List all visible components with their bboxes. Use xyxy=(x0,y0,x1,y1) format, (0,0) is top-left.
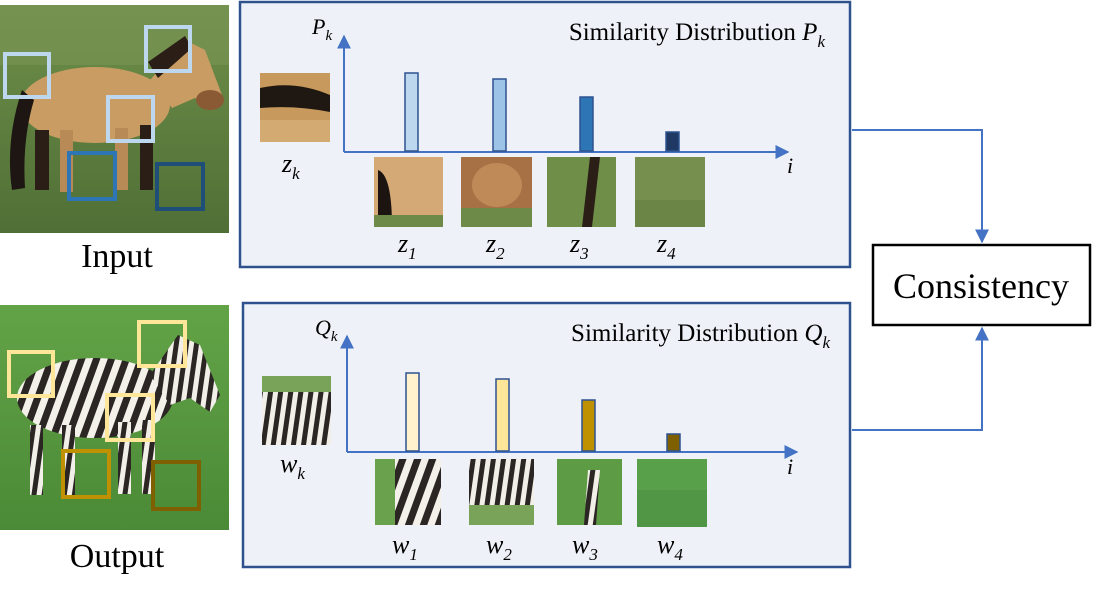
x-axis-label: i xyxy=(787,153,793,178)
similarity-bar-4 xyxy=(665,131,680,152)
panel-title: Similarity Distribution Pk xyxy=(569,19,826,51)
patch-2 xyxy=(461,157,532,227)
patch-1 xyxy=(374,157,443,227)
similarity-bar-2 xyxy=(492,78,507,152)
consistency-label: Consistency xyxy=(893,266,1069,306)
y-axis-label: Qk xyxy=(315,315,338,345)
panel-title: Similarity Distribution Qk xyxy=(571,320,830,352)
bars-top xyxy=(404,72,680,152)
input-patch-box-2 xyxy=(106,95,155,143)
patch-label-1: z1 xyxy=(397,229,417,263)
output-patch-box-1 xyxy=(7,350,55,398)
patch-3 xyxy=(547,157,616,227)
patch-4 xyxy=(635,157,705,227)
input-patch-box-4 xyxy=(155,162,205,211)
input-patch-box-3 xyxy=(67,151,117,201)
patch-4 xyxy=(637,459,707,527)
query-label: wk xyxy=(280,449,305,483)
patch-2 xyxy=(469,459,534,525)
query-patch xyxy=(260,73,330,142)
patch-label-3: w3 xyxy=(572,530,598,564)
similarity-bar-3 xyxy=(579,96,594,152)
input-patch-box-1 xyxy=(3,52,51,99)
similarity-bar-3 xyxy=(581,399,596,452)
patch-label-2: w2 xyxy=(486,530,512,564)
similarity-bar-2 xyxy=(495,378,510,452)
output-patch-box-4 xyxy=(151,460,201,511)
similarity-bar-1 xyxy=(405,372,420,452)
patch-label-3: z3 xyxy=(569,229,589,263)
arrow-bottom-to-consistency xyxy=(852,326,989,431)
output-query-box xyxy=(137,320,187,368)
zebra-illustration xyxy=(17,335,220,497)
y-axis-label: Pk xyxy=(311,14,332,44)
similarity-bar-1 xyxy=(404,72,419,152)
patch-label-2: z2 xyxy=(485,229,505,263)
x-axis-label: i xyxy=(787,454,793,479)
patch-label-4: w4 xyxy=(657,530,683,564)
patch-3 xyxy=(557,459,622,525)
similarity-panel-top: Similarity Distribution Pk Pk i zk xyxy=(238,0,852,269)
consistency-box xyxy=(871,243,1092,327)
output-image xyxy=(0,305,229,530)
query-patch xyxy=(262,376,331,445)
input-label: Input xyxy=(81,238,153,275)
patch-labels-top: z1 z2 z3 z4 xyxy=(397,229,676,263)
query-label: zk xyxy=(281,149,300,183)
output-label: Output xyxy=(70,538,165,575)
similarity-panel-bottom: Similarity Distribution Qk Qk i wk xyxy=(241,301,852,569)
patch-labels-bottom: w1 w2 w3 w4 xyxy=(392,530,683,564)
output-patch-box-3 xyxy=(61,449,111,499)
arrow-top-to-consistency xyxy=(852,129,989,244)
patch-label-1: w1 xyxy=(392,530,418,564)
patch-label-4: z4 xyxy=(656,229,676,263)
bars-bottom xyxy=(405,372,681,452)
similarity-bar-4 xyxy=(666,433,681,452)
output-patch-box-2 xyxy=(105,393,155,442)
input-image xyxy=(0,5,229,233)
patch-1 xyxy=(375,459,441,525)
input-query-box xyxy=(144,25,192,73)
